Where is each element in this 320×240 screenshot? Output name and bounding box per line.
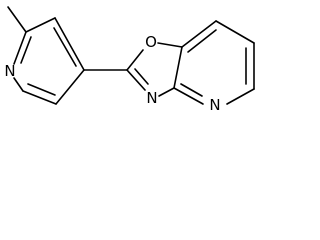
fused-pyridine-nitrogen-label: N [209,96,220,114]
oxazole-bond-c2-o [126,49,144,71]
pyridine-bond-c5-c6 [22,90,57,105]
pyridine-bond-n-c2-inner [20,36,32,64]
pyridine-bond-c6-n [13,77,24,92]
fused-pyridine-bond-n-c3a [173,87,204,105]
bonds [7,6,255,105]
fused-pyridine-bond-n-c3a-inner [180,83,203,97]
pyridine-bond-c3-c4-inner [53,27,77,67]
pyridine-bond-c3-c4 [54,17,85,71]
pyridine-bond-n-c2 [13,31,27,65]
atom-labels: N O N N [4,33,220,114]
oxazole-bond-c2-n-inner [134,68,149,85]
fused-pyridine-bond-c7a-c7 [181,20,217,48]
fused-pyridine-bond-c5-n [226,88,255,105]
oxazole-bond-c2-n [126,69,146,91]
oxazole-fusion-bond [173,46,183,89]
methyl-bond [7,6,27,33]
pyridine-bond-c2-c3 [25,17,56,33]
fused-pyridine-bond-c7a-c7-inner [187,29,217,53]
oxazole-bond-o-c7a [157,42,183,48]
oxazole-oxygen-label: O [145,33,157,51]
pyridine-bond-c4-c5 [55,69,85,105]
pyridine-nitrogen-label: N [4,62,15,80]
chemical-structure-diagram: N O N N [4,6,255,114]
fused-pyridine-bond-c7-c6 [215,20,255,44]
oxazole-nitrogen-label: N [146,89,157,107]
oxazole-bond-n-c3a [158,87,175,97]
pyridine-bond-c5-c6-inner [27,83,56,96]
